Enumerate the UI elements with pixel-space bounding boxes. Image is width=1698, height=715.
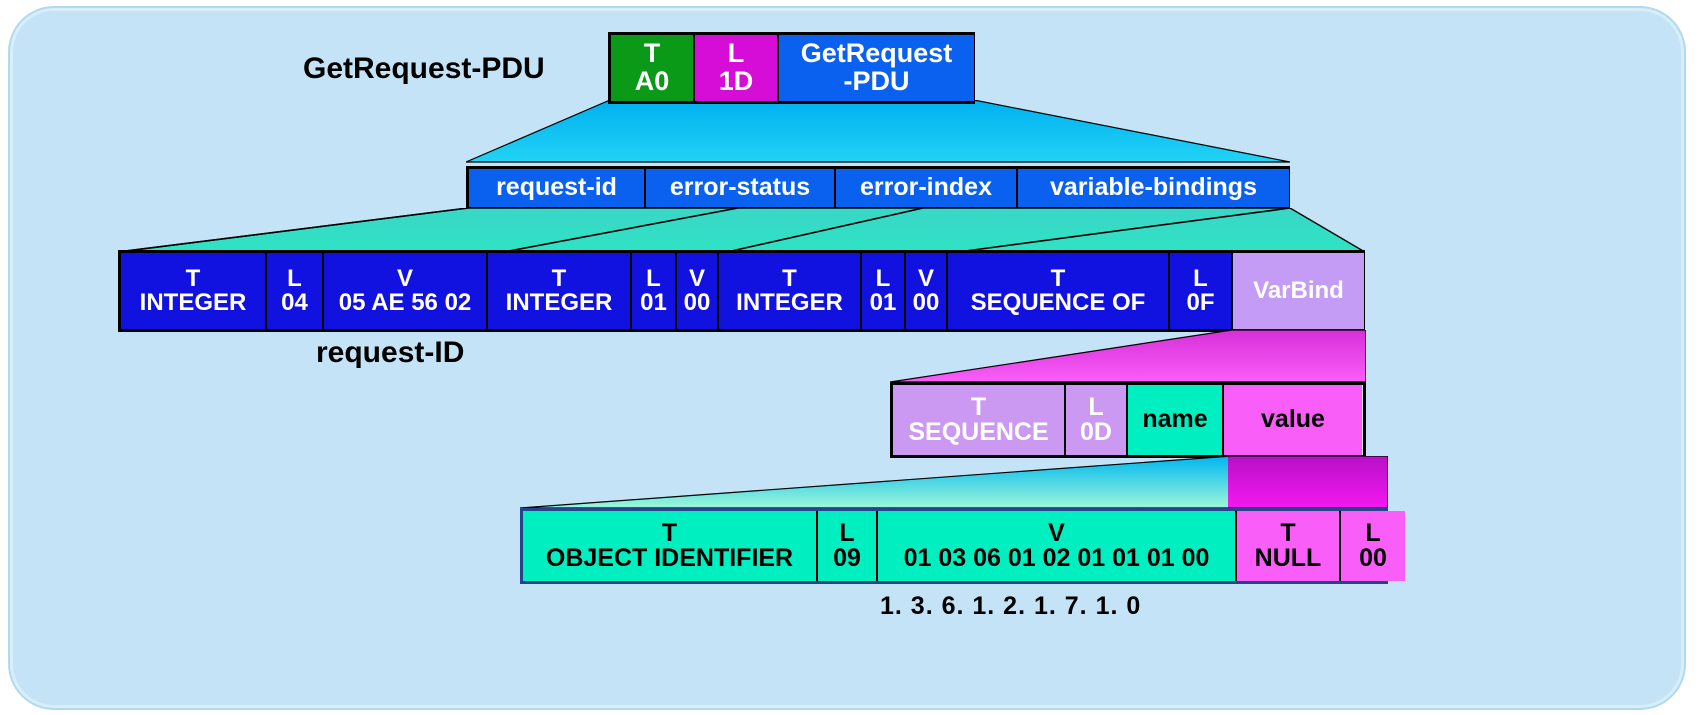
row5-cell-3-bottom: NULL [1254,544,1322,572]
row1-cell-2-bottom: -PDU [843,66,910,96]
row2-cell-1: error-status [646,169,836,207]
row3-cell-11-top: VarBind [1253,276,1344,304]
row5-cell-2-top: V [1048,518,1065,547]
row1-cell-2: GetRequest-PDU [779,35,974,101]
oid-digit-label: 1. 3. 6. 1. 2. 1. 7. 1. 0 [880,592,1142,620]
row2-cell-0-top: request-id [496,173,617,202]
row3-cell-2-bottom: 05 AE 56 02 [338,289,472,316]
row3-cell-6-top: T [782,264,797,292]
row3-cell-8-bottom: 00 [912,289,940,316]
row2-strip: request-id error-status error-index variabl… [466,166,1290,210]
row5-cell-2-bottom: 01 03 06 01 02 01 01 01 00 [903,544,1210,572]
connector-wedge-name [520,456,1238,509]
row3-label: request-ID [316,336,465,369]
row1-cell-1-bottom: 1D [718,66,754,96]
row4-cell-2: name [1128,385,1224,455]
row1-cell-0-top: T [643,38,661,69]
row3-cell-10-top: L [1193,264,1208,292]
row5-cell-1-top: L [839,518,855,547]
row3-cell-2-top: V [396,264,413,292]
row4-cell-3-top: value [1261,405,1325,434]
row2-cell-3: variable-bindings [1018,169,1289,207]
row3-cell-3-bottom: INTEGER [505,289,613,316]
connector-wedge-fields-to-tlv [118,208,1365,253]
row2-cell-1-top: error-status [669,173,811,202]
row1-label: GetRequest-PDU [303,52,545,85]
row5-cell-4-top: L [1365,518,1381,547]
row3-cell-7-bottom: 01 [869,289,897,316]
connector-wedge-varbind [890,330,1366,383]
row3-cell-11: VarBind [1233,253,1364,329]
row4-cell-1-bottom: 0D [1080,418,1112,446]
row3-cell-8-top: V [917,264,934,292]
row3-cell-3-top: T [551,264,567,292]
connector-wedge-value [1228,456,1388,509]
row3-cell-1-top: L [287,264,302,292]
row3-cell-1-bottom: 04 [281,289,308,316]
row5-cell-1-bottom: 09 [833,544,861,572]
row3-cell-0-bottom: INTEGER [139,289,247,316]
row2-cell-0: request-id [469,169,646,207]
row3-cell-9-bottom: SEQUENCE OF [970,289,1146,316]
connector-wedge-pdu-to-fields [466,100,1290,163]
row3-cell-5-top: V [688,264,705,292]
row5-cell-0-bottom: OBJECT IDENTIFIER [545,544,794,572]
row3-cell-4-top: L [646,264,661,292]
row3-cell-6-bottom: INTEGER [736,289,843,316]
row4-cell-3: value [1224,385,1362,455]
row5-cell-0-top: T [661,518,678,547]
row4-cell-0-top: T [970,392,987,421]
row1-cell-0-bottom: A0 [634,66,670,96]
row2-cell-2: error-index [836,169,1018,207]
row4-cell-2-top: name [1142,405,1208,434]
row2-cell-3-top: variable-bindings [1050,173,1257,202]
row2-cell-2-top: error-index [860,173,992,202]
row5-cell-3-top: T [1280,518,1296,547]
row5-cell-4-bottom: 00 [1359,544,1387,572]
row4-cell-1-top: L [1088,392,1104,421]
row3-cell-10-bottom: 0F [1186,289,1215,316]
row3-cell-4-bottom: 01 [640,289,667,316]
row1-cell-1-top: L [727,38,745,69]
row3-cell-0-top: T [185,264,201,292]
row1-cell-2-top: GetRequest [800,38,953,69]
row3-cell-9-top: T [1050,264,1066,292]
row3-cell-5-bottom: 00 [683,289,711,316]
row3-cell-7-top: L [875,264,891,292]
row4-cell-0-bottom: SEQUENCE [908,418,1049,446]
